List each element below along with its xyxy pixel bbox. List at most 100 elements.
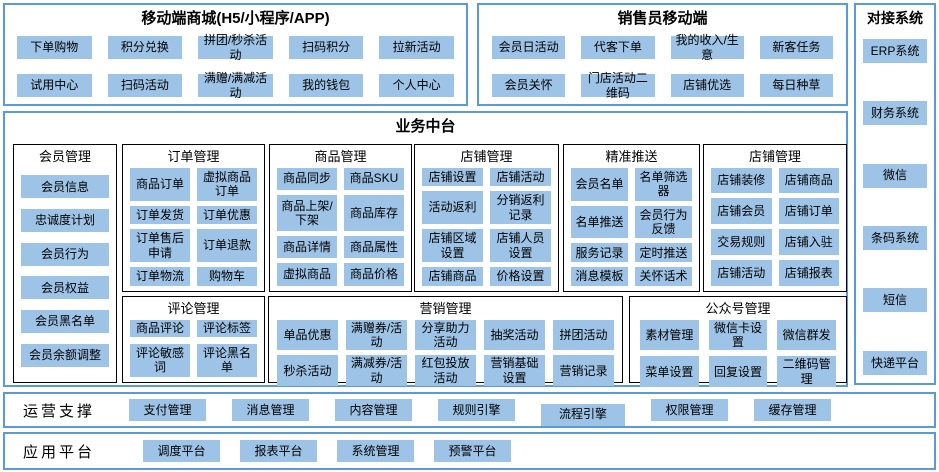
module-node: 定时推送 xyxy=(635,243,692,263)
panel-business-platform-title: 业务中台 xyxy=(395,118,456,135)
module-node: 会员行为 xyxy=(21,242,109,266)
module-node: 商品属性 xyxy=(344,236,404,259)
module-node: 店铺人员设置 xyxy=(490,229,551,263)
module-node: 订单退款 xyxy=(197,229,257,263)
module-node: 商品评论 xyxy=(130,319,190,338)
module-node: 店铺设置 xyxy=(422,167,483,187)
module-node: 分销返利记录 xyxy=(490,191,551,225)
section-title: 公众号管理 xyxy=(705,301,771,316)
panel-business-platform: 业务中台 会员管理 会员信息忠诚度计划会员行为会员权益会员黑名单会员余额调整 订… xyxy=(3,111,848,388)
module-node: 会员日活动 xyxy=(492,36,566,59)
module-node: 虚拟商品 xyxy=(277,263,337,286)
panel-operation-support: 运营支撑 支付管理消息管理内容管理规则引擎流程引擎权限管理缓存管理 xyxy=(3,392,936,428)
panel-operation-support-title: 运营支撑 xyxy=(23,402,96,420)
store-management-grid-2: 店铺装修店铺商品店铺会员店铺订单交易规则店铺入驻店铺活动店铺报表 xyxy=(704,165,846,292)
store-management-grid-1: 店铺设置店铺活动活动返利分销返利记录店铺区域设置店铺人员设置店铺商品价格设置 xyxy=(415,165,558,292)
module-node: 满赠券/活动 xyxy=(346,319,407,351)
member-management-list: 会员信息忠诚度计划会员行为会员权益会员黑名单会员余额调整 xyxy=(14,165,116,380)
module-node: 名单筛选器 xyxy=(635,167,692,201)
official-account-grid: 素材管理微信卡设置微信群发菜单设置回复设置二维码管理 xyxy=(630,317,846,388)
module-node: 店铺商品 xyxy=(778,167,839,194)
module-node: 拉新活动 xyxy=(379,36,454,59)
module-node: 流程引擎 xyxy=(541,403,625,426)
module-node: 新客任务 xyxy=(759,36,833,59)
system-node: ERP系统 xyxy=(863,38,927,63)
module-node: 下单购物 xyxy=(17,36,92,59)
section-comment-management: 评论管理 商品评论评论标签评论敏感词评论黑名单 xyxy=(122,296,265,383)
module-node: 服务记录 xyxy=(571,243,628,263)
module-node: 营销基础设置 xyxy=(484,355,545,387)
module-node: 会员权益 xyxy=(21,276,109,300)
module-node: 我的钱包 xyxy=(288,74,364,97)
application-platform-list: 调度平台报表平台系统管理预警平台 xyxy=(143,440,511,462)
module-node: 规则引擎 xyxy=(438,399,515,421)
module-node: 订单优惠 xyxy=(197,205,257,225)
module-node: 缓存管理 xyxy=(754,399,831,421)
module-node: 店铺商品 xyxy=(422,267,483,286)
mobile-mall-module-grid: 下单购物积分兑换拼团/秒杀活动扫码积分拉新活动试用中心扫码活动满赠/满减活动我的… xyxy=(5,28,466,100)
module-node: 消息模板 xyxy=(571,267,628,286)
module-node: 秒杀活动 xyxy=(277,355,338,387)
module-node: 系统管理 xyxy=(337,440,414,462)
module-node: 商品上架/下架 xyxy=(277,194,337,232)
module-node: 积分兑换 xyxy=(107,36,183,59)
module-node: 商品同步 xyxy=(277,167,337,190)
module-node: 抽奖活动 xyxy=(484,319,545,351)
module-node: 关怀话术 xyxy=(635,267,692,286)
module-node: 会员关怀 xyxy=(492,74,566,97)
module-node: 拼团/秒杀活动 xyxy=(198,33,273,62)
section-title: 营销管理 xyxy=(419,301,472,316)
section-title: 商品管理 xyxy=(314,149,367,164)
panel-integration-systems-title: 对接系统 xyxy=(867,10,923,26)
module-node: 订单发货 xyxy=(130,205,190,225)
module-node: 忠诚度计划 xyxy=(21,209,109,232)
module-node: 营销记录 xyxy=(553,355,614,387)
panel-salesperson-mobile-title: 销售员移动端 xyxy=(617,10,708,27)
section-title: 店铺管理 xyxy=(748,149,801,164)
module-node: 消息管理 xyxy=(232,399,309,421)
module-node: 订单售后申请 xyxy=(130,229,190,263)
module-node: 商品详情 xyxy=(277,236,337,259)
system-node: 快递平台 xyxy=(863,350,927,375)
module-node: 拼团活动 xyxy=(553,319,614,351)
system-node: 条码系统 xyxy=(863,225,927,250)
section-title: 评论管理 xyxy=(167,301,220,316)
module-node: 订单物流 xyxy=(130,267,190,286)
precision-push-grid: 会员名单名单筛选器名单推送会员行为反馈服务记录定时推送消息模板关怀话术 xyxy=(564,165,699,292)
module-node: 扫码活动 xyxy=(107,74,183,97)
module-node: 每日种草 xyxy=(759,74,833,97)
panel-mobile-mall-title: 移动端商城(H5/小程序/APP) xyxy=(141,10,330,27)
system-node: 财务系统 xyxy=(863,101,927,126)
module-node: 满减券/活动 xyxy=(346,355,407,387)
module-node: 菜单设置 xyxy=(640,356,699,388)
module-node: 素材管理 xyxy=(640,319,699,351)
module-node: 报表平台 xyxy=(240,440,317,462)
module-node: 红包投放活动 xyxy=(415,355,476,387)
module-node: 微信卡设置 xyxy=(708,319,768,351)
module-node: 分享助力活动 xyxy=(415,319,476,351)
module-node: 代客下单 xyxy=(581,36,655,59)
module-node: 商品订单 xyxy=(130,167,190,201)
module-node: 会员余额调整 xyxy=(21,343,109,367)
module-node: 内容管理 xyxy=(335,399,412,421)
module-node: 满赠/满减活动 xyxy=(198,71,273,100)
module-node: 虚拟商品订单 xyxy=(197,167,257,201)
section-order-management: 订单管理 商品订单虚拟商品订单订单发货订单优惠订单售后申请订单退款订单物流购物车 xyxy=(122,144,265,292)
module-node: 店铺订单 xyxy=(778,198,839,225)
panel-mobile-mall: 移动端商城(H5/小程序/APP) 下单购物积分兑换拼团/秒杀活动扫码积分拉新活… xyxy=(3,3,468,106)
module-node: 我的收入/生意 xyxy=(670,33,744,62)
system-node: 短信 xyxy=(863,288,927,313)
salesperson-module-grid: 会员日活动代客下单我的收入/生意新客任务会员关怀门店活动二维码店铺优选每日种草 xyxy=(479,28,846,100)
module-node: 会员名单 xyxy=(571,167,628,201)
module-node: 名单推送 xyxy=(571,205,628,239)
module-node: 评论敏感词 xyxy=(130,344,190,377)
section-title: 会员管理 xyxy=(38,149,91,164)
section-store-management-2: 店铺管理 店铺装修店铺商品店铺会员店铺订单交易规则店铺入驻店铺活动店铺报表 xyxy=(703,144,847,292)
module-node: 评论黑名单 xyxy=(197,344,257,377)
module-node: 试用中心 xyxy=(17,74,92,97)
comment-management-grid: 商品评论评论标签评论敏感词评论黑名单 xyxy=(123,317,264,384)
module-node: 商品价格 xyxy=(344,263,404,286)
module-node: 店铺装修 xyxy=(711,167,772,194)
